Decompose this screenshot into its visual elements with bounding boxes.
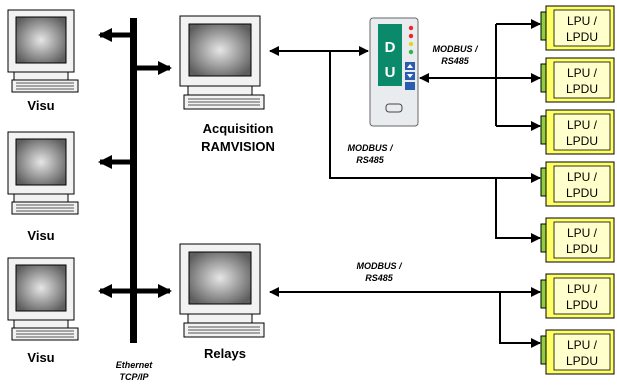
lpu-label-3-line1: LPU / xyxy=(567,118,598,132)
modbus-links xyxy=(269,19,541,348)
du-letter-top: D xyxy=(385,39,396,56)
lpu-unit-4: LPU / LPDU xyxy=(540,161,615,207)
visu-label-3: Visu xyxy=(27,350,54,365)
ramvision-label: RAMVISION xyxy=(201,139,275,154)
visu-computer-1 xyxy=(7,9,79,93)
lpu-unit-1: LPU / LPDU xyxy=(540,5,615,51)
lpu-label-2-line1: LPU / xyxy=(567,66,598,80)
lpu-unit-7: LPU / LPDU xyxy=(540,329,615,375)
du-letter-bottom: U xyxy=(385,64,396,81)
lpu-label-4-line1: LPU / xyxy=(567,170,598,184)
lpu-unit-6: LPU / LPDU xyxy=(540,273,615,319)
bus-arrows xyxy=(98,28,172,298)
lpu-unit-5: LPU / LPDU xyxy=(540,217,615,263)
modbus-relays-label-line1: MODBUS / xyxy=(357,261,403,271)
ethernet-bus xyxy=(130,18,137,343)
lpu-label-5-line2: LPDU xyxy=(566,242,598,256)
lpu-label-7-line2: LPDU xyxy=(566,354,598,368)
modbus-relays-label-line2: RS485 xyxy=(365,273,394,283)
relays-computer xyxy=(179,243,265,338)
ethernet-label-line1: Ethernet xyxy=(116,360,154,370)
visu-computer-2 xyxy=(7,131,79,215)
lpu-unit-3: LPU / LPDU xyxy=(540,109,615,155)
visu-label-2: Visu xyxy=(27,228,54,243)
lpu-label-2-line2: LPDU xyxy=(566,82,598,96)
visu-computer-3 xyxy=(7,257,79,341)
du-device xyxy=(369,17,419,127)
lpu-label-1-line2: LPDU xyxy=(566,30,598,44)
lpu-label-5-line1: LPU / xyxy=(567,226,598,240)
lpu-label-6-line2: LPDU xyxy=(566,298,598,312)
lpu-label-6-line1: LPU / xyxy=(567,282,598,296)
visu-label-1: Visu xyxy=(27,98,54,113)
lpu-label-7-line1: LPU / xyxy=(567,338,598,352)
lpu-label-1-line1: LPU / xyxy=(567,14,598,28)
lpu-label-4-line2: LPDU xyxy=(566,186,598,200)
ethernet-label-line2: TCP/IP xyxy=(119,372,149,382)
modbus-du-label-line2: RS485 xyxy=(441,56,470,66)
modbus-acq-label-line2: RS485 xyxy=(356,155,385,165)
acquisition-label: Acquisition xyxy=(203,121,274,136)
modbus-acq-label-line1: MODBUS / xyxy=(348,143,394,153)
lpu-label-3-line2: LPDU xyxy=(566,134,598,148)
relays-label: Relays xyxy=(204,346,246,361)
modbus-du-label-line1: MODBUS / xyxy=(433,44,479,54)
acquisition-computer xyxy=(179,15,265,110)
lpu-unit-2: LPU / LPDU xyxy=(540,57,615,103)
